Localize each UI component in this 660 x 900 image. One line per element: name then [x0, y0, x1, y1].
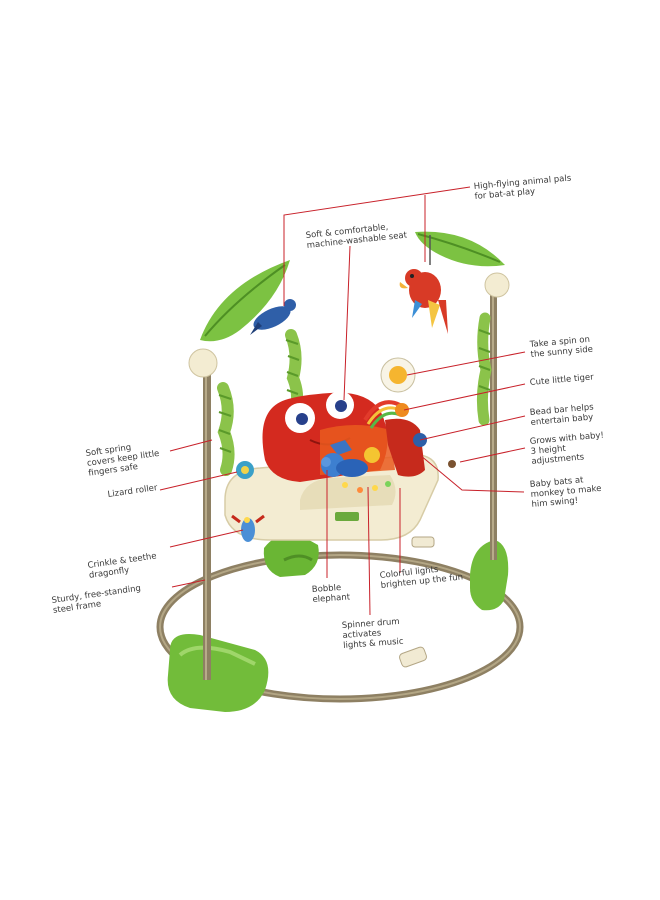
callout-leader-lines [159, 186, 526, 616]
callout-dragonfly: Crinkle & teethedragonfly [87, 551, 159, 580]
canopy-leaves [188, 231, 510, 378]
frame-poles [203, 290, 497, 680]
callout-bead-bar: Bead bar helpsentertain baby [529, 402, 595, 428]
callout-spin: Take a spin onthe sunny side [528, 335, 593, 360]
base-ring [156, 536, 524, 703]
callout-elephant: Bobbleelephant [312, 582, 352, 605]
callout-lizard: Lizard roller [107, 483, 159, 500]
callout-animal-pals: High-flying animal palsfor bat-at play [473, 173, 573, 201]
parrot-toy [399, 235, 448, 334]
callout-grows: Grows with baby!3 heightadjustments [529, 431, 606, 467]
callout-frame: Sturdy, free-standingsteel frame [51, 584, 143, 616]
callout-spinner: Spinner drumactivateslights & music [342, 617, 405, 651]
callout-tiger: Cute little tiger [529, 372, 594, 388]
seat-tray [224, 357, 456, 542]
callout-seat: Soft & comfortable,machine-washable seat [305, 220, 408, 250]
base-feet [167, 533, 509, 712]
callout-springs: Soft springcovers keep littlefingers saf… [85, 439, 161, 479]
callout-monkey: Baby bats atmonkey to makehim swing! [529, 474, 602, 510]
blue-bird-toy [250, 299, 296, 335]
